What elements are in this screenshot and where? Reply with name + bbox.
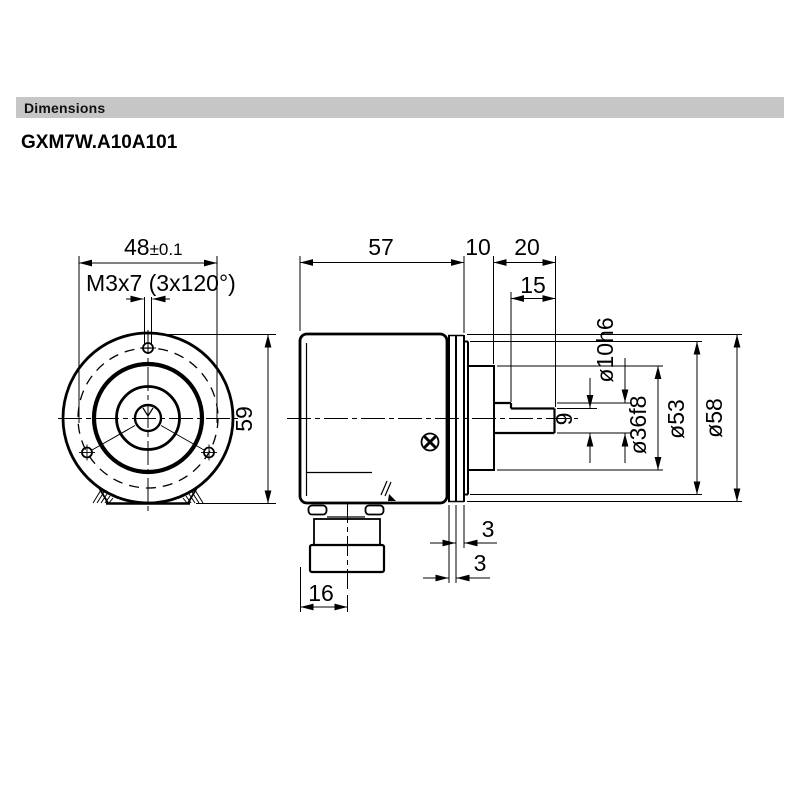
front-bottom-flat bbox=[92, 485, 204, 505]
dim-flange-thickness-outer-label: 3 bbox=[482, 516, 495, 542]
body-screw-icon bbox=[420, 432, 440, 452]
hatch-left bbox=[92, 489, 114, 504]
dim-flange-dia bbox=[467, 334, 742, 502]
front-spokes bbox=[91, 425, 205, 451]
dim-shaft-length-label: 20 bbox=[514, 234, 540, 260]
dim-bolt-circle-label: 48±0.1 bbox=[124, 234, 183, 260]
dim-shaft-dia bbox=[557, 358, 632, 463]
dim-shaft-dia-label: ø10h6 bbox=[592, 317, 618, 382]
shaft-center-mark bbox=[142, 407, 154, 418]
section-header-label: Dimensions bbox=[24, 99, 106, 116]
dim-flat-length-label: 15 bbox=[520, 272, 546, 298]
connector bbox=[307, 503, 386, 593]
dim-flat-height-label: 9 bbox=[551, 413, 577, 426]
dim-spigot-length-label: 10 bbox=[465, 234, 491, 260]
connector-screw-right bbox=[364, 504, 385, 516]
section-header-bar: Dimensions bbox=[16, 97, 784, 118]
connector-screw-left bbox=[307, 504, 328, 516]
dim-connector-offset bbox=[300, 567, 348, 612]
dim-front-height-label: 59 bbox=[231, 406, 257, 432]
surface-marks bbox=[380, 480, 396, 501]
dim-flange-thickness bbox=[423, 505, 497, 583]
dim-top-chain bbox=[299, 256, 556, 407]
mounting-screw-top bbox=[140, 342, 156, 354]
dim-front-height bbox=[160, 334, 276, 504]
mounting-screw-right bbox=[201, 444, 217, 461]
shaft bbox=[494, 401, 556, 435]
side-body bbox=[298, 332, 449, 505]
spigot-hub bbox=[467, 365, 495, 471]
dim-screw-spec-label: M3x7 (3x120°) bbox=[86, 270, 236, 296]
dim-step-dia-label: ø53 bbox=[663, 399, 689, 439]
front-centerlines bbox=[58, 330, 238, 512]
dim-flange-thickness-inner-label: 3 bbox=[474, 550, 487, 576]
dim-flange-dia-label: ø58 bbox=[701, 398, 727, 438]
front-view bbox=[58, 256, 276, 512]
dim-step-dia bbox=[470, 341, 702, 495]
dim-connector-offset-label: 16 bbox=[308, 580, 334, 606]
dim-bolt-circle bbox=[78, 256, 218, 423]
dim-spigot-dia bbox=[497, 365, 663, 471]
dim-body-length-label: 57 bbox=[368, 234, 394, 260]
dim-spigot-dia-label: ø36f8 bbox=[625, 396, 651, 455]
hatch-right bbox=[182, 489, 204, 504]
dim-m3-screw bbox=[126, 295, 170, 344]
flange-plates bbox=[448, 334, 465, 503]
side-view bbox=[287, 256, 742, 612]
product-model-title: GXM7W.A10A101 bbox=[21, 132, 178, 153]
mounting-screw-left bbox=[79, 444, 95, 461]
